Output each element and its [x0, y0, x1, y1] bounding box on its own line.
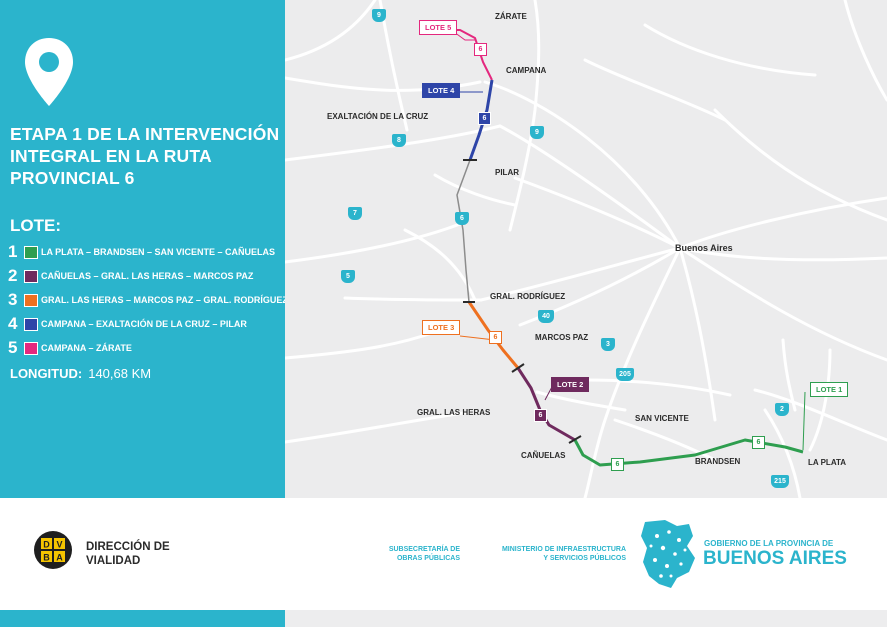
place-canuelas: CAÑUELAS — [521, 451, 566, 460]
route-shield-3: 3 — [601, 338, 615, 351]
longitud-value: 140,68 KM — [88, 366, 152, 381]
route-6-shield: 6 — [611, 458, 624, 471]
route-shield-6: 6 — [455, 212, 469, 225]
route-shield-5: 5 — [341, 270, 355, 283]
lote-row-1: 1 LA PLATA – BRANDSEN – SAN VICENTE – CA… — [8, 242, 275, 262]
place-la-plata: LA PLATA — [808, 458, 847, 467]
route-shield-205: 205 — [616, 368, 634, 381]
lote-row-5: 5 CAMPANA – ZÁRATE — [8, 338, 132, 358]
lote-description: CAMPANA – ZÁRATE — [41, 343, 132, 353]
subsecretaria-line-2: OBRAS PÚBLICAS — [396, 555, 460, 562]
lote-4-tag: LOTE 4 — [422, 83, 461, 98]
lote-color-swatch — [24, 317, 38, 331]
lote-color-swatch — [24, 293, 38, 307]
place-exaltacion: EXALTACIÓN DE LA CRUZ — [327, 112, 429, 121]
dvba-letter: D — [43, 540, 50, 550]
place-campana: CAMPANA — [506, 66, 547, 75]
ministerio-line-1: MINISTERIO DE INFRAESTRUCTURA — [501, 546, 626, 553]
dvba-name: DIRECCIÓN DE VIALIDAD — [86, 540, 170, 568]
info-panel: ETAPA 1 DE LA INTERVENCIÓN INTEGRAL EN L… — [0, 0, 288, 498]
lote-color-swatch — [24, 341, 38, 355]
place-zarate: ZÁRATE — [495, 12, 527, 21]
lote-color-swatch — [24, 269, 38, 283]
route-shield-40: 40 — [538, 310, 554, 323]
route-shield-215: 215 — [771, 475, 789, 488]
dvba-logo: D V B A — [34, 531, 72, 569]
route-6-shield: 6 — [534, 409, 547, 422]
province-name: BUENOS AIRES — [703, 548, 847, 569]
bottom-strip — [0, 610, 887, 627]
lote-color-swatch — [24, 245, 38, 259]
dvba-letter: B — [43, 553, 50, 563]
route-shield-7: 7 — [348, 207, 362, 220]
lote-number: 4 — [8, 314, 18, 333]
government-label: GOBIERNO DE LA PROVINCIA DE — [704, 539, 834, 548]
lote-2-tag: LOTE 2 — [551, 377, 590, 392]
bottom-strip-accent — [0, 610, 285, 627]
ministerio-line-2: Y SERVICIOS PÚBLICOS — [543, 555, 626, 562]
lote-description: GRAL. LAS HERAS – MARCOS PAZ – GRAL. ROD… — [41, 295, 288, 305]
lote-number: 3 — [8, 290, 18, 309]
lote-3-tag: LOTE 3 — [422, 320, 461, 335]
dvba-name-line-1: DIRECCIÓN DE — [86, 541, 170, 553]
route-6-shield: 6 — [478, 112, 491, 125]
longitud-label: LONGITUD: — [10, 366, 83, 381]
lote-row-2: 2 CAÑUELAS – GRAL. LAS HERAS – MARCOS PA… — [8, 266, 253, 286]
lote-5-tag: LOTE 5 — [419, 20, 458, 35]
map-roads — [285, 0, 887, 498]
dvba-letter: A — [56, 553, 63, 563]
longitud: LONGITUD: 140,68 KM — [10, 366, 151, 381]
place-gral-las-heras: GRAL. LAS HERAS — [417, 408, 491, 417]
route-6-shield: 6 — [489, 331, 502, 344]
place-brandsen: BRANDSEN — [695, 457, 741, 466]
lote-row-3: 3 GRAL. LAS HERAS – MARCOS PAZ – GRAL. R… — [8, 290, 288, 310]
lote-description: CAMPANA – EXALTACIÓN DE LA CRUZ – PILAR — [41, 319, 247, 329]
route-6-shield: 6 — [474, 43, 487, 56]
route-shield-9: 9 — [530, 126, 544, 139]
place-buenos-aires: Buenos Aires — [675, 243, 733, 253]
lote-1-tag: LOTE 1 — [810, 382, 849, 397]
lote-description: LA PLATA – BRANDSEN – SAN VICENTE – CAÑU… — [41, 247, 276, 257]
lote-heading: LOTE: — [10, 216, 61, 235]
buenos-aires-province-logo — [641, 520, 695, 588]
dvba-letter: V — [56, 540, 62, 550]
route-6-shield: 6 — [752, 436, 765, 449]
route-shield-2: 2 — [775, 403, 789, 416]
place-gral-rodriguez: GRAL. RODRÍGUEZ — [490, 292, 566, 301]
footer — [0, 498, 887, 610]
page-title: ETAPA 1 DE LA INTERVENCIÓN INTEGRAL EN L… — [10, 124, 280, 188]
location-pin-icon — [25, 38, 73, 106]
ministerio-label: MINISTERIO DE INFRAESTRUCTURA Y SERVICIO… — [470, 545, 626, 563]
route-shield-9: 9 — [372, 9, 386, 22]
lote-number: 5 — [8, 338, 18, 357]
route-map: ZÁRATE CAMPANA EXALTACIÓN DE LA CRUZ PIL… — [285, 0, 887, 498]
subsecretaria-line-1: SUBSECRETARÍA DE — [388, 546, 460, 553]
lote-number: 2 — [8, 266, 18, 285]
place-marcos-paz: MARCOS PAZ — [535, 333, 589, 342]
place-pilar: PILAR — [495, 168, 519, 177]
lote-description: CAÑUELAS – GRAL. LAS HERAS – MARCOS PAZ — [41, 271, 254, 281]
lote-row-4: 4 CAMPANA – EXALTACIÓN DE LA CRUZ – PILA… — [8, 314, 247, 334]
place-san-vicente: SAN VICENTE — [635, 414, 689, 423]
route-shield-8: 8 — [392, 134, 406, 147]
lote-number: 1 — [8, 242, 18, 261]
dvba-name-line-2: VIALIDAD — [86, 555, 141, 567]
subsecretaria-label: SUBSECRETARÍA DE OBRAS PÚBLICAS — [340, 545, 460, 563]
